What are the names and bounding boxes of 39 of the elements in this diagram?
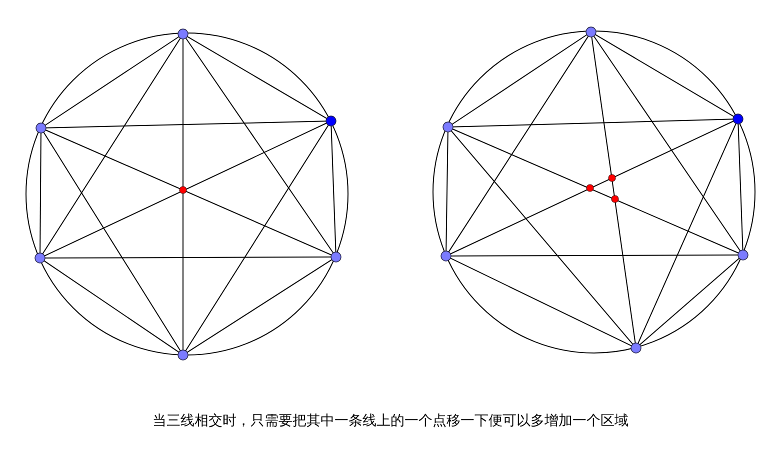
point (586, 26, 596, 38)
line-segment (450, 258, 632, 346)
line-segment (450, 254, 738, 256)
caption: 当三线相交时，只需要把其中一条线上的一个点移一下便可以多增加一个区域 (152, 413, 628, 429)
line-segment (591, 36, 636, 344)
line-segment (46, 120, 326, 128)
line-segment (450, 130, 634, 345)
point (326, 116, 336, 126)
line-segment (42, 38, 181, 254)
line-segment (638, 123, 736, 344)
point (178, 350, 188, 360)
point (732, 114, 744, 124)
line-segment (452, 34, 588, 125)
line-segment (186, 259, 332, 353)
line-segment (44, 260, 180, 353)
point (442, 122, 454, 132)
point (330, 252, 342, 262)
point (630, 342, 642, 354)
line-segment (182, 38, 184, 350)
point (36, 122, 46, 134)
line-segment (446, 132, 448, 252)
line-segment (593, 36, 741, 252)
line-segment (185, 124, 329, 352)
line-segment (44, 36, 180, 126)
line-segment (185, 38, 334, 254)
line-segment (40, 132, 42, 254)
line-segment (43, 132, 181, 352)
line-segment (44, 256, 332, 258)
line-segment (452, 118, 734, 128)
line-segment (594, 34, 734, 117)
line-segment (639, 258, 740, 346)
point (440, 250, 452, 262)
line-segment (738, 124, 744, 250)
point (34, 252, 46, 264)
line-segment (330, 126, 336, 252)
line-segment (186, 36, 328, 119)
point (178, 28, 188, 40)
line-segment (448, 36, 589, 252)
point (738, 250, 748, 260)
